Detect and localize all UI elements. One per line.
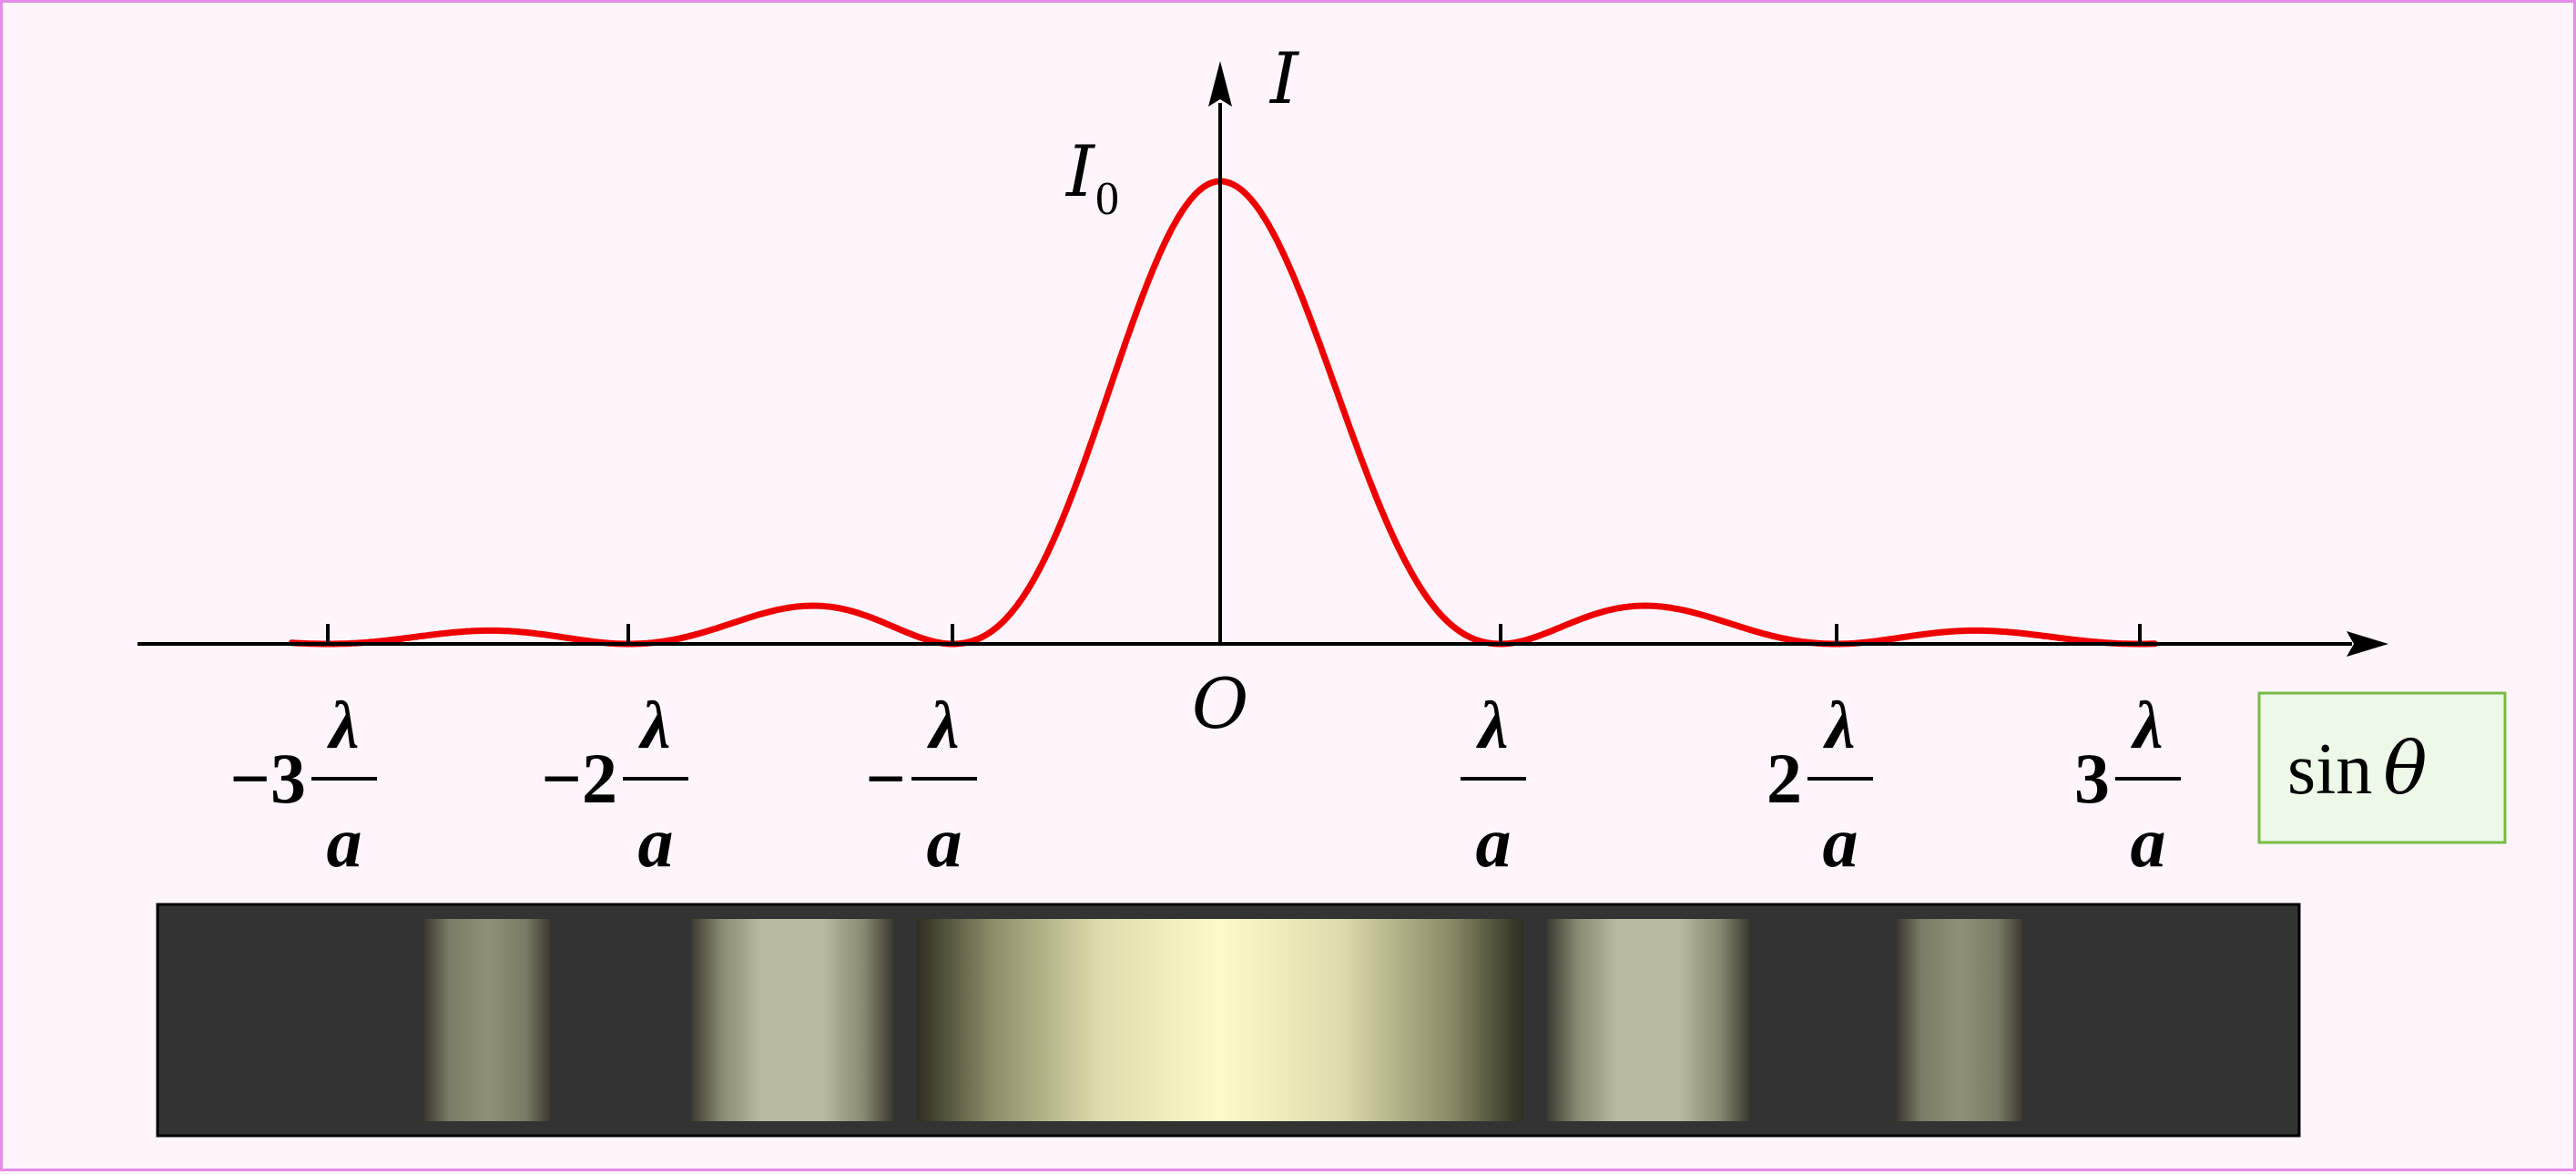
peak-label: I 0: [1064, 131, 1119, 225]
tick-coefficient: 2: [1767, 739, 1802, 818]
tick-coefficient: −3: [230, 739, 306, 818]
diffraction-pattern: [156, 903, 2301, 1138]
tick-coefficient: 3: [2074, 739, 2110, 818]
peak-label-sub: 0: [1095, 173, 1119, 225]
tick-numerator: λ: [327, 689, 360, 763]
tick-denominator: a: [1823, 802, 1858, 882]
tick-marks: [326, 624, 2142, 644]
tick-label: 2λa: [1767, 689, 1873, 882]
fringe-first-left: [691, 919, 893, 1121]
tick-denominator: a: [927, 802, 962, 882]
sin-label: sin: [2287, 730, 2372, 810]
tick-numerator: λ: [1823, 689, 1856, 763]
tick-numerator: λ: [927, 689, 960, 763]
fringe-second-right: [1897, 919, 2022, 1121]
tick-coefficient: −: [866, 739, 906, 818]
tick-label: −3 λa: [230, 689, 377, 882]
fringe-second-left: [424, 919, 550, 1121]
tick-label: λa: [1461, 689, 1526, 882]
x-axis-arrow: [2347, 631, 2388, 657]
y-axis-label: I: [1268, 38, 1300, 120]
tick-label: −λa: [866, 689, 977, 882]
peak-label-main: I: [1064, 131, 1096, 213]
sin-theta-box: [2257, 691, 2507, 844]
intensity-curve: [288, 178, 2159, 648]
y-axis-arrow: [1208, 61, 1232, 107]
tick-coefficient: −2: [542, 739, 617, 818]
tick-denominator: a: [638, 802, 674, 882]
fringe-first-right: [1547, 919, 1749, 1121]
tick-label: 3λa: [2074, 689, 2181, 882]
tick-label: −2 λa: [542, 689, 688, 882]
tick-denominator: a: [1476, 802, 1512, 882]
origin-label: O: [1192, 663, 1248, 744]
tick-denominator: a: [327, 802, 362, 882]
tick-denominator: a: [2131, 802, 2166, 882]
tick-numerator: λ: [638, 689, 671, 763]
theta-label: θ: [2383, 726, 2427, 811]
fringe-central: [917, 919, 1523, 1121]
tick-numerator: λ: [2131, 689, 2164, 763]
tick-numerator: λ: [1476, 689, 1509, 763]
